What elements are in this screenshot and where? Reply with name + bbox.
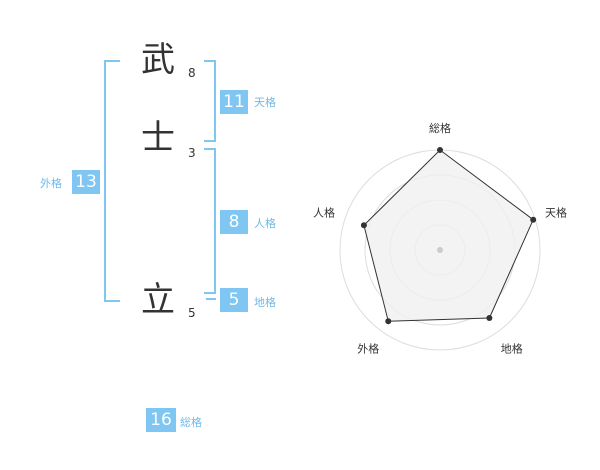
stroke-count-2: 3	[188, 146, 196, 160]
tenkaku-label: 天格	[254, 96, 276, 109]
radar-point	[385, 318, 392, 325]
chikaku-badge: 5	[220, 288, 248, 312]
soukaku-label: 総格	[180, 416, 202, 429]
gaikaku-badge: 13	[72, 170, 100, 194]
radar-point	[486, 314, 493, 321]
chikaku-tick	[206, 298, 216, 300]
stroke-count-1: 8	[188, 66, 196, 80]
jinkaku-badge: 8	[220, 210, 248, 234]
radar-axis-label: 人格	[313, 205, 335, 219]
gaikaku-label: 外格	[40, 177, 62, 190]
chikaku-label: 地格	[254, 296, 276, 309]
soukaku-badge: 16	[146, 408, 176, 432]
radar-point	[360, 222, 367, 229]
radar-series-area	[363, 149, 534, 322]
jinkaku-label: 人格	[254, 217, 276, 230]
name-char-3: 立	[141, 280, 175, 320]
jinkaku-bracket	[204, 148, 216, 294]
tenkaku-badge: 11	[220, 90, 248, 114]
radar-point	[437, 147, 443, 153]
name-char-1: 武	[141, 40, 175, 80]
radar-axis-label: 総格	[429, 121, 451, 135]
radar-axis-label: 外格	[357, 342, 379, 356]
radar-center-dot	[437, 247, 443, 253]
name-char-2: 士	[141, 118, 175, 158]
tenkaku-bracket	[204, 60, 216, 142]
radar-point	[530, 216, 537, 223]
radar-axis-label: 天格	[545, 205, 567, 219]
radar-axis-label: 地格	[501, 342, 523, 356]
gaikaku-bracket	[104, 60, 120, 302]
stroke-count-3: 5	[188, 306, 196, 320]
fortune-radar-chart: 総格天格地格 外格 人格	[300, 110, 590, 360]
